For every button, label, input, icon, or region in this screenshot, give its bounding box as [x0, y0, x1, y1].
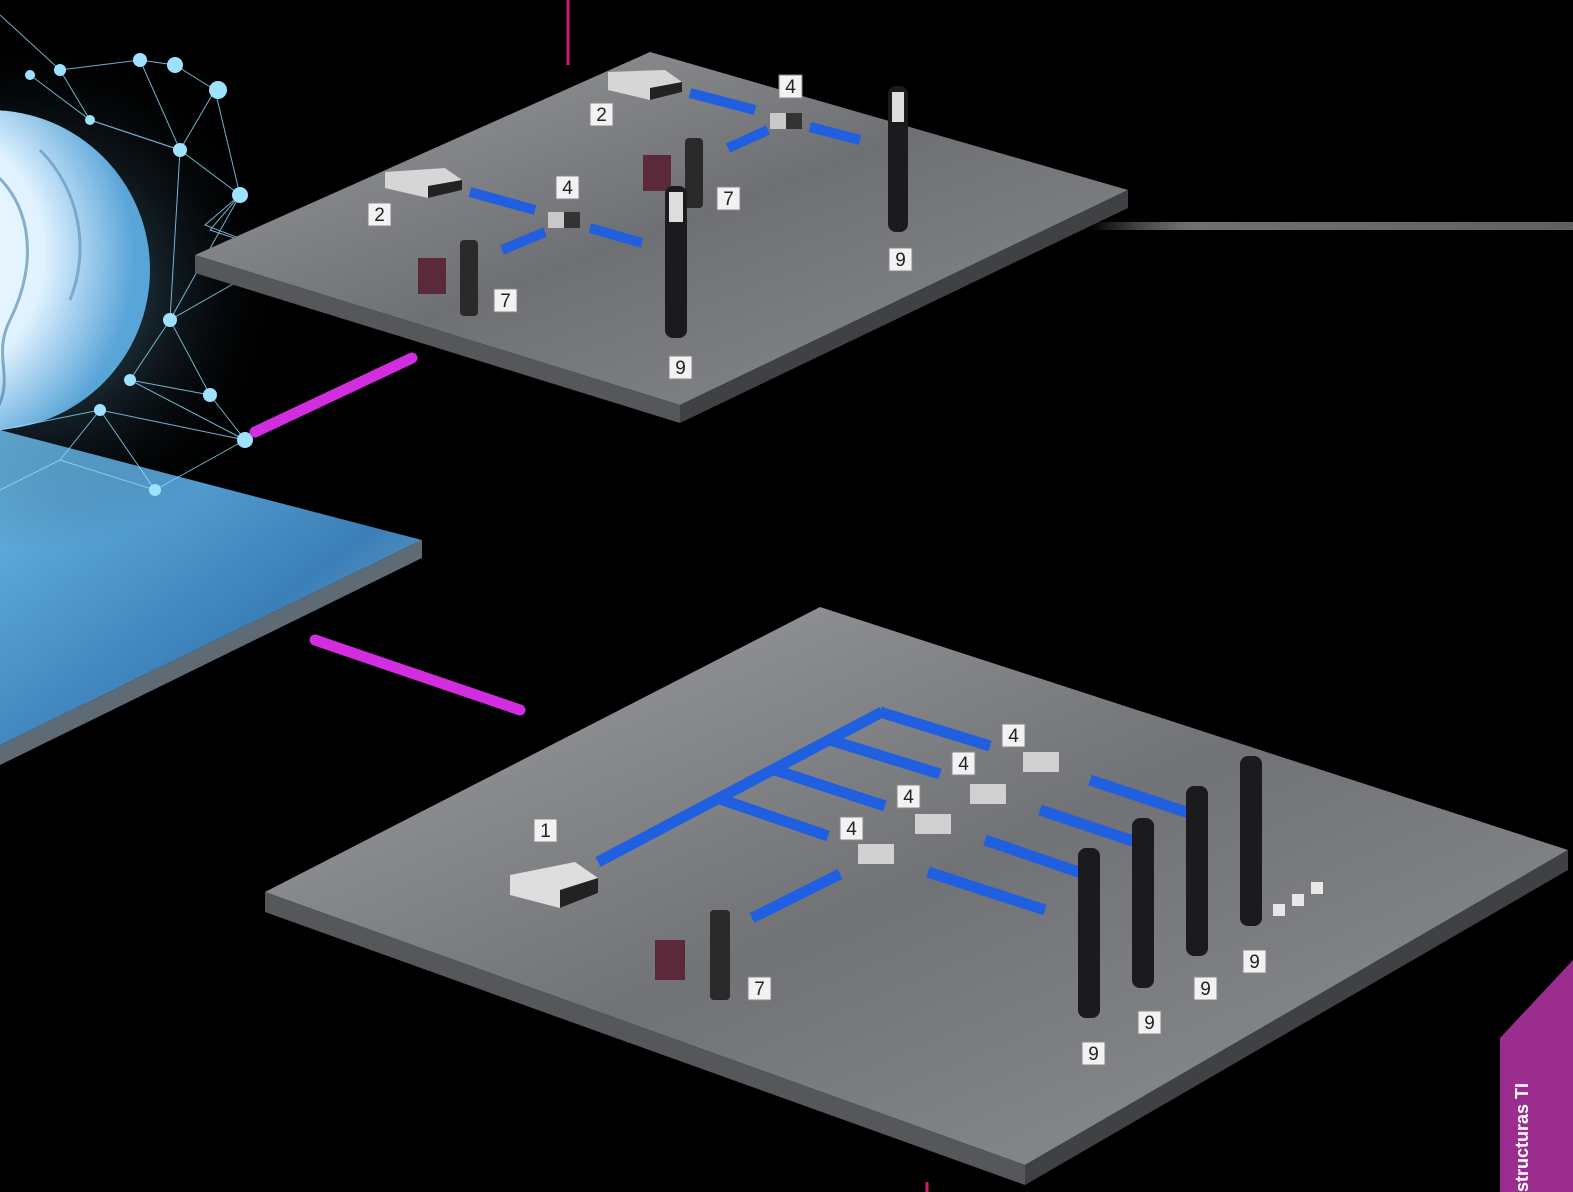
charger-icon	[1132, 818, 1154, 988]
svg-text:2: 2	[596, 105, 607, 126]
device-number-label: 4	[839, 816, 864, 841]
side-tab[interactable]	[1500, 960, 1573, 1192]
device-number-label: 9	[1193, 976, 1218, 1001]
device-number-label: 9	[1242, 949, 1267, 974]
server-icon	[608, 70, 682, 100]
svg-text:2: 2	[374, 205, 385, 226]
svg-text:4: 4	[785, 77, 796, 98]
charger-icon	[1240, 756, 1262, 926]
link-cloud-top	[249, 352, 418, 438]
svg-text:4: 4	[846, 819, 857, 840]
svg-text:9: 9	[675, 358, 686, 379]
svg-text:9: 9	[1200, 979, 1211, 1000]
light-beam	[1090, 222, 1573, 230]
svg-text:9: 9	[895, 250, 906, 271]
globe-network	[0, 14, 290, 550]
svg-text:4: 4	[1008, 726, 1019, 747]
device-labels: 2 4 2 4 7 7 9 9 1 4 4 4 4 7 9 9 9 9	[367, 74, 1267, 1066]
device-number-label: 1	[533, 818, 558, 843]
switch-icon	[970, 784, 1006, 804]
charger-icon	[1078, 848, 1100, 1018]
svg-text:9: 9	[1088, 1044, 1099, 1065]
svg-text:7: 7	[723, 189, 734, 210]
device-number-label: 4	[1001, 723, 1026, 748]
device-number-label: 9	[1137, 1010, 1162, 1035]
top-devices	[385, 70, 908, 338]
device-number-label: 4	[555, 175, 580, 200]
svg-text:1: 1	[540, 821, 551, 842]
switch-icon	[858, 844, 894, 864]
switch-icon	[915, 814, 951, 834]
svg-text:9: 9	[1249, 952, 1260, 973]
charger-icon	[1186, 786, 1208, 956]
server-icon	[510, 862, 598, 908]
switch-icon	[548, 212, 580, 228]
server-icon	[385, 168, 462, 198]
kiosk-icon	[418, 240, 478, 316]
device-number-label: 9	[888, 247, 913, 272]
bottom-platform	[265, 607, 1568, 1185]
charger-icon	[665, 186, 687, 338]
kiosk-icon	[643, 138, 703, 208]
device-number-label: 2	[589, 102, 614, 127]
svg-text:4: 4	[903, 787, 914, 808]
svg-text:4: 4	[562, 178, 573, 199]
switch-icon	[770, 113, 802, 129]
device-number-label: 4	[778, 74, 803, 99]
device-number-label: 7	[493, 288, 518, 313]
device-number-label: 4	[951, 751, 976, 776]
svg-text:4: 4	[958, 754, 969, 775]
device-number-label: 7	[747, 976, 772, 1001]
device-number-label: 7	[716, 186, 741, 211]
device-number-label: 2	[367, 202, 392, 227]
link-cloud-bottom	[309, 634, 526, 716]
device-number-label: 9	[1081, 1041, 1106, 1066]
top-cables	[468, 88, 862, 255]
svg-text:9: 9	[1144, 1013, 1155, 1034]
svg-text:7: 7	[754, 979, 765, 1000]
side-tab-label: structuras TI	[1512, 1082, 1532, 1192]
bottom-cables	[595, 706, 1197, 923]
device-number-label: 9	[668, 355, 693, 380]
svg-text:7: 7	[500, 291, 511, 312]
switch-icon	[1023, 752, 1059, 772]
top-platform	[195, 52, 1128, 423]
bottom-devices	[510, 752, 1323, 1018]
charger-icon	[888, 86, 908, 232]
kiosk-icon	[655, 910, 730, 1000]
device-number-label: 4	[896, 784, 921, 809]
